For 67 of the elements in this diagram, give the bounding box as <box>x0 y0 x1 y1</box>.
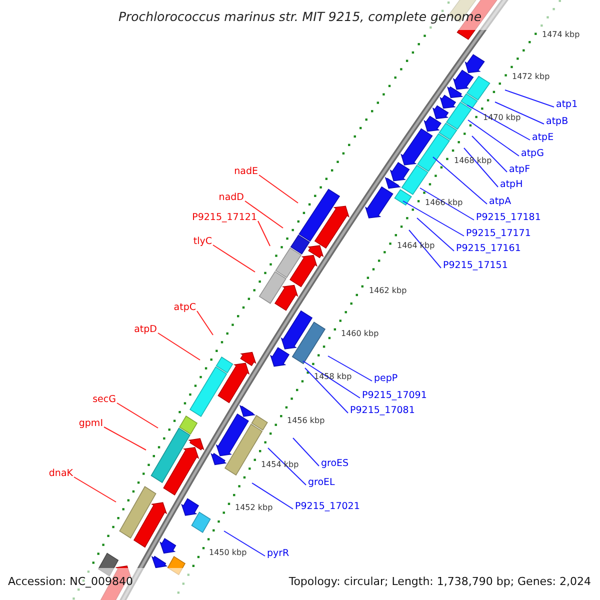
leader-line <box>302 360 360 398</box>
gene-label: atpB <box>546 116 568 128</box>
leader-line <box>224 530 266 556</box>
gene-label: atpA <box>489 196 512 208</box>
leader-line <box>74 476 116 502</box>
gene-label: gpmI <box>78 418 103 430</box>
gene-label: P9215_17091 <box>362 390 427 402</box>
accession-text: Accession: NC_009840 <box>8 575 134 589</box>
leader-line <box>408 230 442 268</box>
scale-label: 1456 kbp <box>287 416 325 426</box>
gene-label: atpD <box>134 324 157 336</box>
gene-label: P9215_17021 <box>295 501 360 513</box>
leader-line <box>244 200 284 228</box>
leader-line <box>258 174 298 204</box>
scale-label: 1468 kbp <box>454 156 492 166</box>
gene-label: nadE <box>234 166 258 178</box>
leader-line <box>292 438 320 466</box>
gene-label: dnaK <box>48 468 73 480</box>
gene-label: atpF <box>509 164 530 176</box>
leader-line <box>116 402 158 428</box>
gene-label: secG <box>92 394 116 406</box>
leader-line <box>472 136 508 172</box>
genome-info-text: Topology: circular; Length: 1,738,790 bp; Genes: 2,024 <box>288 575 591 589</box>
gene-label: P9215_17161 <box>456 243 521 255</box>
gene-label: P9215_17081 <box>350 405 415 417</box>
leader-line <box>468 120 520 156</box>
leader-line <box>416 218 454 252</box>
gene-label: groES <box>321 458 349 470</box>
gene-label: atp1 <box>556 99 578 111</box>
scale-label: 1460 kbp <box>341 329 379 339</box>
gene-label: P9215_17151 <box>443 260 508 272</box>
leader-line <box>464 148 498 188</box>
gene-label: pepP <box>374 373 398 385</box>
gene-label: atpE <box>532 132 554 144</box>
gene-label: atpG <box>521 148 544 160</box>
leader-line <box>196 310 214 336</box>
scale-label: 1466 kbp <box>425 198 463 208</box>
gene-label: atpC <box>174 302 196 314</box>
leader-line <box>258 220 270 246</box>
leader-line <box>504 90 554 108</box>
leader-line <box>212 244 256 272</box>
scale-label: 1450 kbp <box>209 548 247 558</box>
scale-label: 1472 kbp <box>512 72 550 82</box>
leader-line <box>402 200 464 236</box>
gene-label: P9215_17171 <box>466 228 531 240</box>
scale-label: 1462 kbp <box>369 286 407 296</box>
leader-line <box>304 368 348 414</box>
leader-line <box>494 102 544 124</box>
leader-line <box>158 332 200 360</box>
scale-label: 1474 kbp <box>542 30 580 40</box>
leader-line <box>104 426 146 450</box>
title: Prochlorococcus marinus str. MIT 9215, complete genome <box>117 9 483 24</box>
gene-label: groEL <box>308 477 335 489</box>
gene-label: P9215_17121 <box>192 212 257 224</box>
gene-label: tlyC <box>193 236 212 248</box>
leader-line <box>466 104 530 140</box>
leader-line <box>328 356 372 382</box>
scale-label: 1452 kbp <box>235 503 273 513</box>
scale-label: 1454 kbp <box>261 460 299 470</box>
leader-line <box>420 188 474 220</box>
gene-label: pyrR <box>267 548 290 560</box>
leader-line <box>252 482 294 510</box>
leader-line <box>432 156 488 204</box>
gene-label: atpH <box>500 179 523 191</box>
gene-label: P9215_17181 <box>476 212 541 224</box>
leader-line <box>268 448 306 486</box>
gene-label: nadD <box>218 192 244 204</box>
